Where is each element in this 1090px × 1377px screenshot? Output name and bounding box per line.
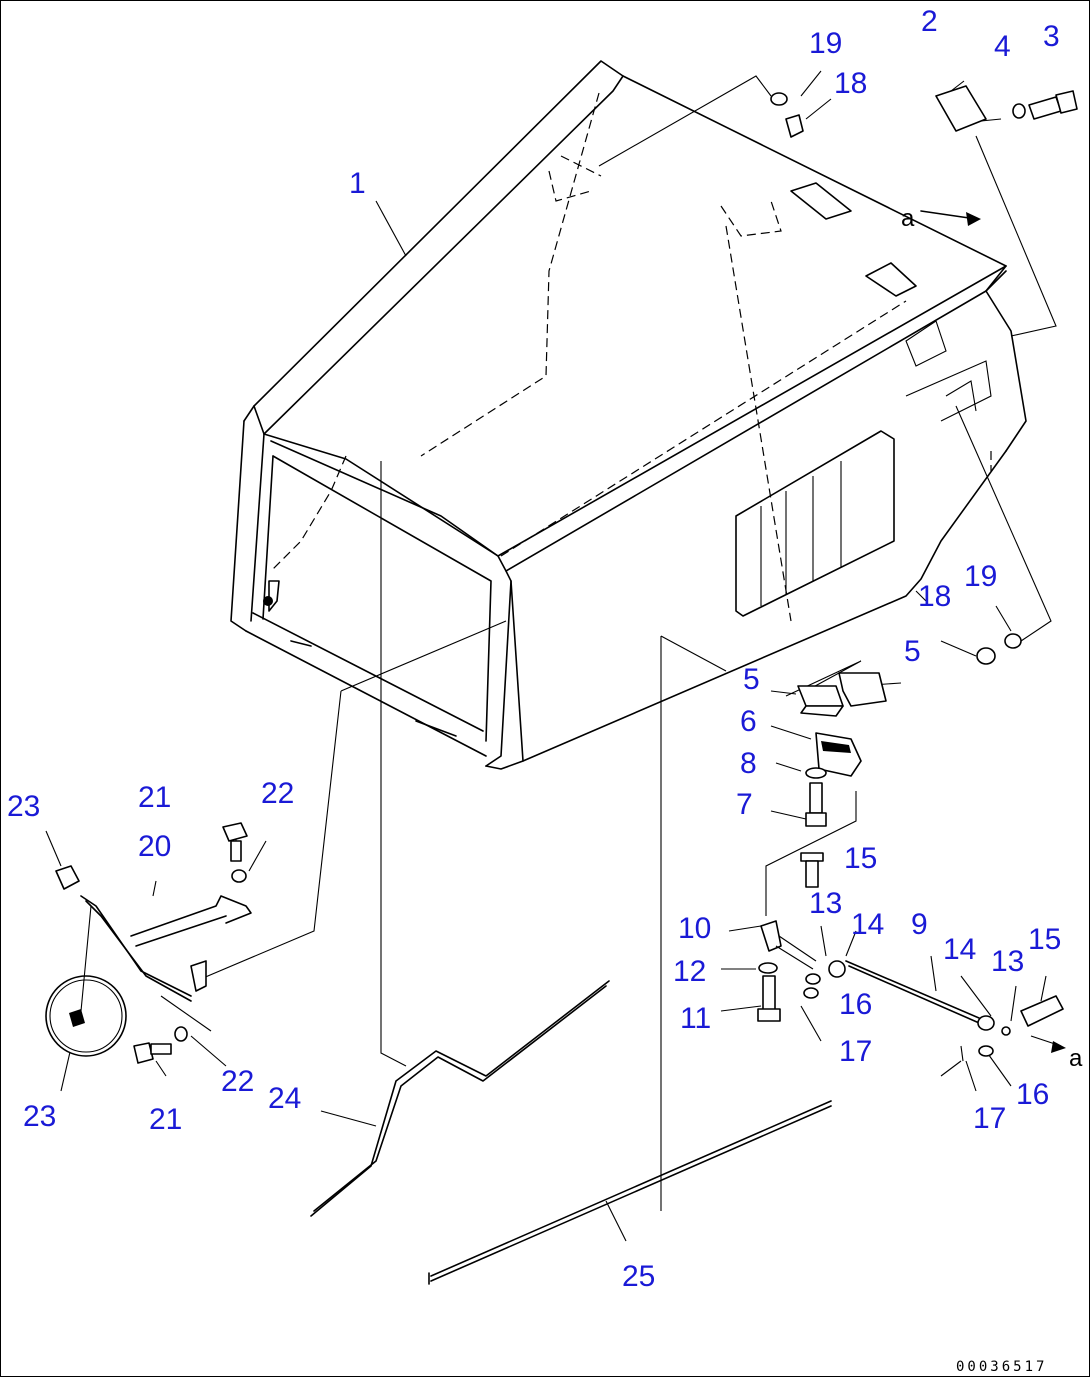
washer-4 (1012, 103, 1026, 119)
callout-labels: 1 2 3 4 19 18 19 18 5 5 6 8 7 15 13 14 1… (7, 5, 1061, 1293)
callout-13-left: 13 (809, 887, 842, 920)
callout-25: 25 (622, 1260, 655, 1293)
callout-24: 24 (268, 1082, 301, 1115)
callout-11: 11 (680, 1002, 711, 1035)
nut-18-right (976, 647, 996, 665)
callout-17-left: 17 (839, 1035, 872, 1068)
marker-a-bottom: a (1069, 1045, 1083, 1072)
callout-8: 8 (740, 747, 757, 780)
callout-4: 4 (994, 30, 1011, 63)
bracket-5-b (838, 672, 887, 707)
callout-5-left: 5 (743, 663, 760, 696)
washer-14-left (828, 960, 846, 978)
bolt-21-top (222, 822, 248, 862)
callout-21-bottom: 21 (149, 1103, 182, 1136)
weatherstrip-24 (310, 980, 610, 1217)
callout-23-top: 23 (7, 790, 40, 823)
hinge-plate-2 (935, 85, 1002, 132)
bolt-3 (1028, 90, 1078, 120)
callout-14-right: 14 (943, 933, 976, 966)
lever-10 (760, 920, 817, 970)
callout-14-left: 14 (851, 908, 884, 941)
drawing-code: 00036517 (956, 1359, 1047, 1375)
callout-17-right: 17 (973, 1102, 1006, 1135)
callout-13-right: 13 (991, 945, 1024, 978)
bolt-18-top (785, 114, 804, 138)
weatherstrip-25 (428, 1100, 832, 1285)
pin-16-left (803, 973, 821, 999)
cable-20 (80, 895, 252, 1002)
callout-9: 9 (911, 908, 928, 941)
marker-a-top: a (901, 205, 915, 232)
callout-20: 20 (138, 830, 171, 863)
callout-18-top: 18 (834, 67, 867, 100)
washer-22-top (231, 869, 247, 883)
clip-19-top (770, 92, 788, 106)
callout-22-bottom: 22 (221, 1065, 254, 1098)
bolt-7 (805, 782, 827, 827)
callout-3: 3 (1043, 20, 1060, 53)
washer-8 (805, 767, 827, 779)
latch-6 (815, 732, 862, 777)
callout-10: 10 (678, 912, 711, 945)
callout-15-top: 15 (844, 842, 877, 875)
callout-12: 12 (673, 955, 706, 988)
callout-16-right: 16 (1016, 1078, 1049, 1111)
callout-6: 6 (740, 705, 757, 738)
leader-lines (45, 70, 1057, 1242)
callout-22-top: 22 (261, 777, 294, 810)
callout-21-top: 21 (138, 781, 171, 814)
callout-19-top: 19 (809, 27, 842, 60)
callout-1: 1 (349, 167, 366, 200)
cab-shell (230, 60, 1027, 770)
callout-15-right: 15 (1028, 923, 1061, 956)
callout-7: 7 (736, 788, 753, 821)
callout-5-right: 5 (904, 635, 921, 668)
callout-19-right: 19 (964, 560, 997, 593)
callout-18-right: 18 (918, 580, 951, 613)
clip-23-top (55, 865, 80, 890)
washer-12 (758, 962, 778, 974)
pin-15-top (800, 852, 824, 888)
bolt-21-bottom (133, 1042, 172, 1064)
nut-19-right (1004, 633, 1022, 649)
bracket-5-a (797, 685, 844, 717)
callout-23-bottom: 23 (23, 1100, 56, 1133)
reel-23 (45, 905, 127, 1057)
bolt-11 (757, 975, 781, 1022)
callout-16-left: 16 (839, 988, 872, 1021)
washer-22-bottom (174, 1026, 188, 1042)
callout-2: 2 (921, 5, 938, 38)
rod-9 (845, 960, 1066, 1062)
